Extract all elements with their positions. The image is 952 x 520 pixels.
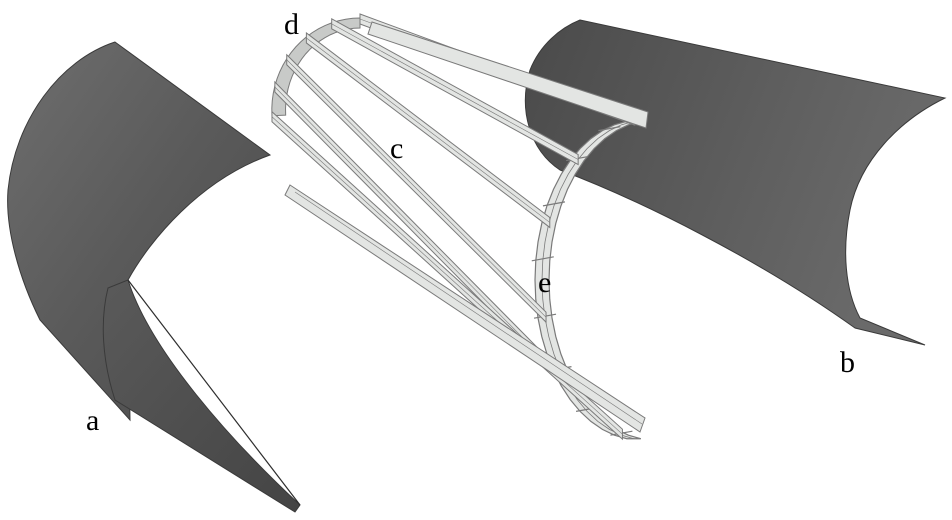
rib-frame-e — [534, 120, 642, 440]
longitudinal-bar-c-edge — [274, 86, 570, 386]
label-c: c — [390, 132, 403, 165]
longitudinal-bar-c-edge — [331, 23, 579, 160]
shell-a-lower-surface — [102, 279, 301, 513]
shell-b-surface — [524, 19, 947, 346]
shell-a-edge — [127, 279, 301, 506]
label-b: b — [840, 346, 855, 379]
longitudinal-bar-c-edge — [286, 59, 547, 318]
label-e: e — [538, 266, 551, 299]
bottom-rail — [284, 184, 646, 433]
bottom-rail-edge — [294, 191, 643, 425]
shell-panel-a — [7, 41, 301, 513]
rib-frame-e-brace — [531, 256, 554, 262]
top-rail — [367, 21, 649, 129]
label-a: a — [86, 404, 99, 437]
rib-frame-e-brace — [598, 126, 621, 132]
label-d: d — [284, 8, 299, 41]
frame-assembly — [271, 13, 649, 441]
rib-frame-e-brace — [542, 201, 566, 207]
shell-a-upper-surface — [7, 41, 272, 422]
rib-frame-e-inner-line — [541, 120, 634, 440]
longitudinal-bar-c-edge — [306, 37, 550, 223]
shell-panel-b — [524, 19, 947, 346]
